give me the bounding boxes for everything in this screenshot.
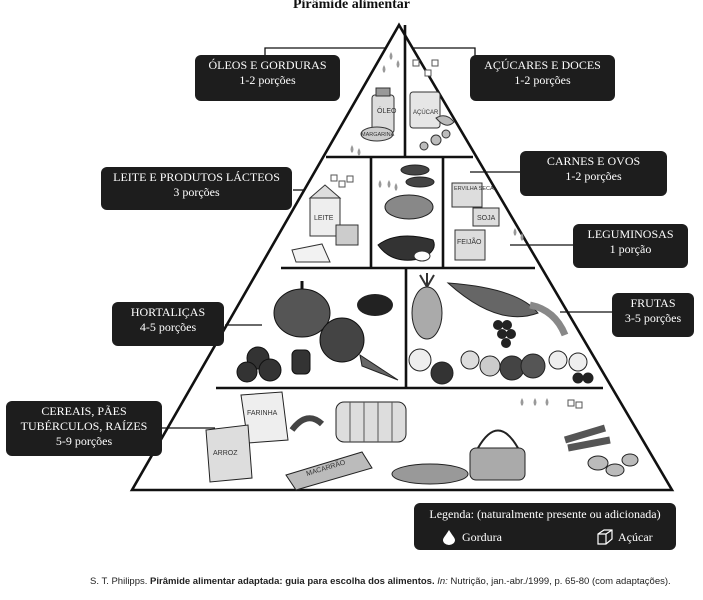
label-leite-laticinios: LEITE E PRODUTOS LÁCTEOS 3 porções: [101, 167, 292, 210]
group-portions: 1-2 porções: [514, 73, 571, 87]
oleo-label: ÓLEO: [377, 106, 397, 115]
arroz-label: ARROZ: [213, 450, 238, 457]
caption-work: Pirâmide alimentar adaptada: guia para e…: [150, 576, 435, 587]
margarina-label: MARGARINA: [361, 132, 395, 138]
ervilha-label: ERVILHA SECA: [454, 186, 494, 192]
acucar-label: AÇÚCAR: [413, 109, 439, 116]
pyramid-outline: [129, 22, 675, 492]
pineapple-illustration: [411, 273, 443, 340]
potatoes-illustration: [587, 453, 639, 477]
bread-basket-illustration: [469, 429, 526, 481]
farinha-label: FARINHA: [247, 410, 278, 417]
label-oleos-gorduras: ÓLEOS E GORDURAS 1-2 porções: [195, 55, 340, 101]
group-name-line1: CEREAIS, PÃES: [41, 404, 127, 418]
fat-drop-icon: [443, 530, 455, 545]
sugar-cubes-top: [412, 59, 439, 77]
label-acucares-doces: AÇÚCARES E DOCES 1-2 porções: [470, 55, 615, 101]
leite-label: LEITE: [314, 215, 334, 222]
group-name: CARNES E OVOS: [546, 154, 641, 168]
feijao-label: FEIJÃO: [457, 237, 482, 246]
label-frutas: FRUTAS 3-5 porções: [612, 293, 694, 337]
caption-author: S. T. Philipps.: [90, 576, 148, 587]
steak-illustration: [377, 235, 435, 262]
legend-sugar-label: Açúcar: [618, 530, 653, 544]
food-pyramid: ÓLEO MARGARINA AÇÚCAR LEITE: [129, 22, 675, 492]
group-portions: 1-2 porções: [565, 169, 622, 183]
label-cereais: CEREAIS, PÃES TUBÉRCULOS, RAÍZES 5-9 por…: [6, 401, 162, 456]
sugar-cube-icon: [597, 529, 613, 545]
group-name: FRUTAS: [630, 296, 676, 310]
chicken-illustration: [384, 194, 434, 220]
bananas-illustration: [529, 301, 569, 337]
source-caption: S. T. Philipps. Pirâmide alimentar adapt…: [90, 576, 671, 587]
group-portions: 3 porções: [173, 185, 220, 199]
watermelon-illustration: [446, 282, 539, 318]
legend-title: Legenda: (naturalmente presente ou adici…: [429, 507, 661, 521]
cassava-illustration: [563, 424, 611, 452]
label-leguminosas: LEGUMINOSAS 1 porção: [573, 224, 688, 268]
group-name: LEGUMINOSAS: [587, 227, 674, 241]
group-name-line2: TUBÉRCULOS, RAÍZES: [20, 419, 148, 433]
pumpkin-illustration: [273, 281, 331, 338]
pasta-box-illustration: MACARRÃO: [285, 451, 373, 491]
cheese-illustration: [291, 224, 359, 263]
sugar-cubes-middle: [330, 174, 354, 188]
connector-acucares: [413, 47, 476, 75]
fish-illustration: [400, 164, 435, 188]
milk-carton-illustration: LEITE: [308, 184, 342, 237]
sugar-cubes-base: [567, 399, 583, 409]
fat-drops-base: [520, 398, 549, 406]
group-name: LEITE E PRODUTOS LÁCTEOS: [113, 170, 280, 184]
fat-drops-middle: [378, 180, 524, 241]
sugar-bag-illustration: AÇÚCAR: [409, 91, 441, 129]
group-name: HORTALIÇAS: [130, 305, 206, 319]
group-portions: 3-5 porções: [624, 311, 682, 325]
fat-drops-top: [350, 52, 400, 156]
pancake-illustration: [391, 463, 469, 485]
legend-box: Legenda: (naturalmente presente ou adici…: [414, 503, 676, 550]
diagram-title: Pirâmide alimentar: [292, 0, 411, 12]
legend-fat-label: Gordura: [462, 530, 502, 544]
tomatoes-illustration: [236, 346, 311, 383]
group-portions: 1 porção: [609, 242, 652, 256]
group-portions: 5-9 porções: [55, 434, 113, 448]
cabbage-illustration: [319, 317, 365, 363]
candy-illustration: [419, 115, 455, 151]
grapes-illustration: [493, 320, 516, 348]
eggplant-illustration: [357, 294, 393, 316]
legume-bags-illustration: ERVILHA SECA SOJA FEIJÃO: [451, 182, 500, 261]
group-portions: 4-5 porções: [139, 320, 197, 334]
group-name: ÓLEOS E GORDURAS: [208, 58, 327, 72]
caption-in: In:: [437, 576, 448, 587]
group-name: AÇÚCARES E DOCES: [484, 58, 601, 72]
soja-label: SOJA: [477, 215, 496, 222]
oil-bottle-illustration: ÓLEO: [371, 87, 397, 134]
bread-illustration: [335, 401, 407, 443]
carrot-illustration: [359, 353, 399, 381]
caption-source: Nutrição, jan.-abr./1999, p. 65-80 (com …: [450, 576, 671, 587]
margarine-illustration: MARGARINA: [360, 126, 395, 142]
label-hortalicas: HORTALIÇAS 4-5 porções: [112, 302, 224, 346]
label-carnes-ovos: CARNES E OVOS 1-2 porções: [520, 151, 667, 196]
corn-illustration: [289, 415, 325, 432]
group-portions: 1-2 porções: [239, 73, 296, 87]
fruits-bottom-illustration: [408, 348, 594, 385]
rice-bag-illustration: ARROZ: [205, 424, 253, 483]
